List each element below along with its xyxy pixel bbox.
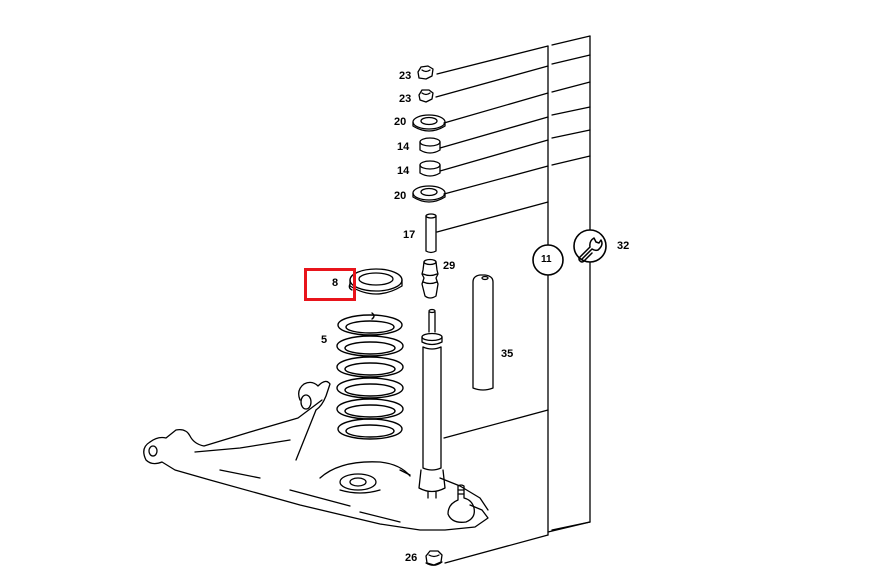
callout-17[interactable]: 17	[403, 229, 416, 241]
part-14-bushing-upper[interactable]	[419, 137, 441, 154]
callout-20-upper[interactable]: 20	[394, 116, 407, 128]
callout-23-top[interactable]: 23	[399, 70, 412, 82]
callout-8[interactable]: 8	[332, 277, 339, 289]
part-8-spring-seat[interactable]	[348, 268, 403, 295]
callout-29[interactable]: 29	[443, 260, 456, 272]
part-29-bump-stop[interactable]	[421, 258, 439, 299]
part-14-bushing-lower[interactable]	[419, 160, 441, 177]
part-5-coil-spring[interactable]	[336, 312, 404, 440]
wrench-icon	[578, 237, 603, 263]
part-20-lower-washer[interactable]	[412, 185, 446, 203]
part-23-nut-top[interactable]	[417, 65, 434, 80]
lower-control-arm[interactable]	[143, 380, 489, 531]
part-35-protective-tube[interactable]	[472, 274, 494, 391]
callout-14-lower[interactable]: 14	[397, 165, 410, 177]
callout-35[interactable]: 35	[501, 348, 514, 360]
callout-14-upper[interactable]: 14	[397, 141, 410, 153]
highlight-box-part-8	[304, 268, 356, 301]
reference-lines	[435, 35, 591, 564]
shock-absorber[interactable]	[418, 308, 446, 499]
part-20-upper-washer[interactable]	[412, 114, 446, 132]
part-26-nut-bottom[interactable]	[425, 550, 443, 566]
wrench-marker-32[interactable]	[573, 229, 607, 263]
part-23-nut[interactable]	[418, 89, 434, 103]
group-marker-11[interactable]	[532, 244, 564, 276]
callout-5[interactable]: 5	[321, 334, 328, 346]
callout-20-lower[interactable]: 20	[394, 190, 407, 202]
callout-26[interactable]: 26	[405, 552, 418, 564]
group-marker-11-label: 11	[541, 254, 552, 265]
part-17-spacer[interactable]	[425, 213, 437, 254]
callout-23[interactable]: 23	[399, 93, 412, 105]
callout-32[interactable]: 32	[617, 240, 630, 252]
